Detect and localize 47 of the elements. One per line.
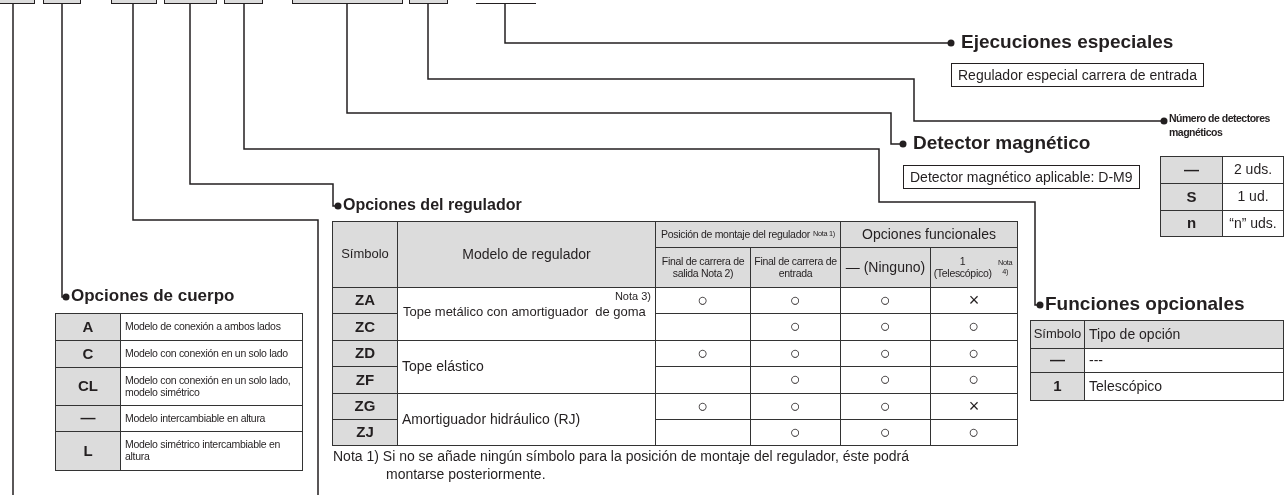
symbol-cell: ZA <box>332 287 398 314</box>
symbol-cell: ZC <box>332 313 398 341</box>
header-cell: — (Ninguno) <box>840 247 931 288</box>
table-cell: Modelo de conexión a ambos lados <box>120 313 303 341</box>
note-reference: Nota 3) <box>614 290 651 303</box>
symbol-cell: CL <box>55 367 121 406</box>
table-cell: ○ <box>930 419 1018 446</box>
option-box: Regulador especial carrera de entrada <box>951 63 1204 87</box>
header-cell: Tipo de opción <box>1084 320 1284 349</box>
header-cell: Final de carrera de salida Nota 2) <box>655 247 751 288</box>
leader-line <box>243 3 1044 309</box>
symbol-cell: ZF <box>332 366 398 394</box>
symbol-cell: ZJ <box>332 419 398 446</box>
leader-line <box>346 3 907 148</box>
symbol-cell: — <box>1160 156 1223 184</box>
symbol-cell: n <box>1160 210 1223 237</box>
option-box: Detector magnético aplicable: D-M9 <box>903 165 1140 189</box>
header-cell: Símbolo <box>332 221 398 288</box>
header-cell: Opciones funcionales <box>840 221 1018 248</box>
header-cell: Modelo de regulador <box>397 221 656 288</box>
section-heading: Opciones de cuerpo <box>66 287 266 307</box>
section-heading: Número de detectores magnéticos <box>1164 112 1284 150</box>
header-cell: Final de carrera de entrada <box>750 247 841 288</box>
leader-line <box>61 3 70 301</box>
leader-line <box>504 3 955 47</box>
section-heading: Opciones del regulador <box>338 196 568 216</box>
symbol-cell: S <box>1160 183 1223 211</box>
leader-line <box>427 3 1168 125</box>
regulator-model: Tope metálico con amortiguador de goma <box>403 305 646 320</box>
section-heading: Funciones opcionales <box>1040 294 1280 316</box>
footnote: Nota 1) Si no se añade ningún símbolo para la posición de montaje del regulador, éste podrá montarse posteriormente. <box>333 447 910 484</box>
section-heading: Detector magnético <box>913 133 1091 154</box>
leader-line <box>132 3 319 495</box>
symbol-cell: — <box>55 405 121 432</box>
symbol-cell: L <box>55 431 121 471</box>
table-cell: 2 uds. <box>1222 156 1284 184</box>
table-cell: “n” uds. <box>1222 210 1284 237</box>
section-heading: Ejecuciones especiales <box>961 32 1174 53</box>
leader-line <box>12 3 14 495</box>
symbol-cell: ZD <box>332 340 398 367</box>
symbol-cell: ZG <box>332 393 398 420</box>
symbol-cell: C <box>55 340 121 368</box>
leader-line <box>189 3 342 210</box>
symbol-cell: 1 <box>1030 372 1085 401</box>
symbol-cell: A <box>55 313 121 341</box>
table-cell: Telescópico <box>1084 372 1284 401</box>
table-cell: Modelo simétrico intercambiable en altura <box>120 431 303 471</box>
